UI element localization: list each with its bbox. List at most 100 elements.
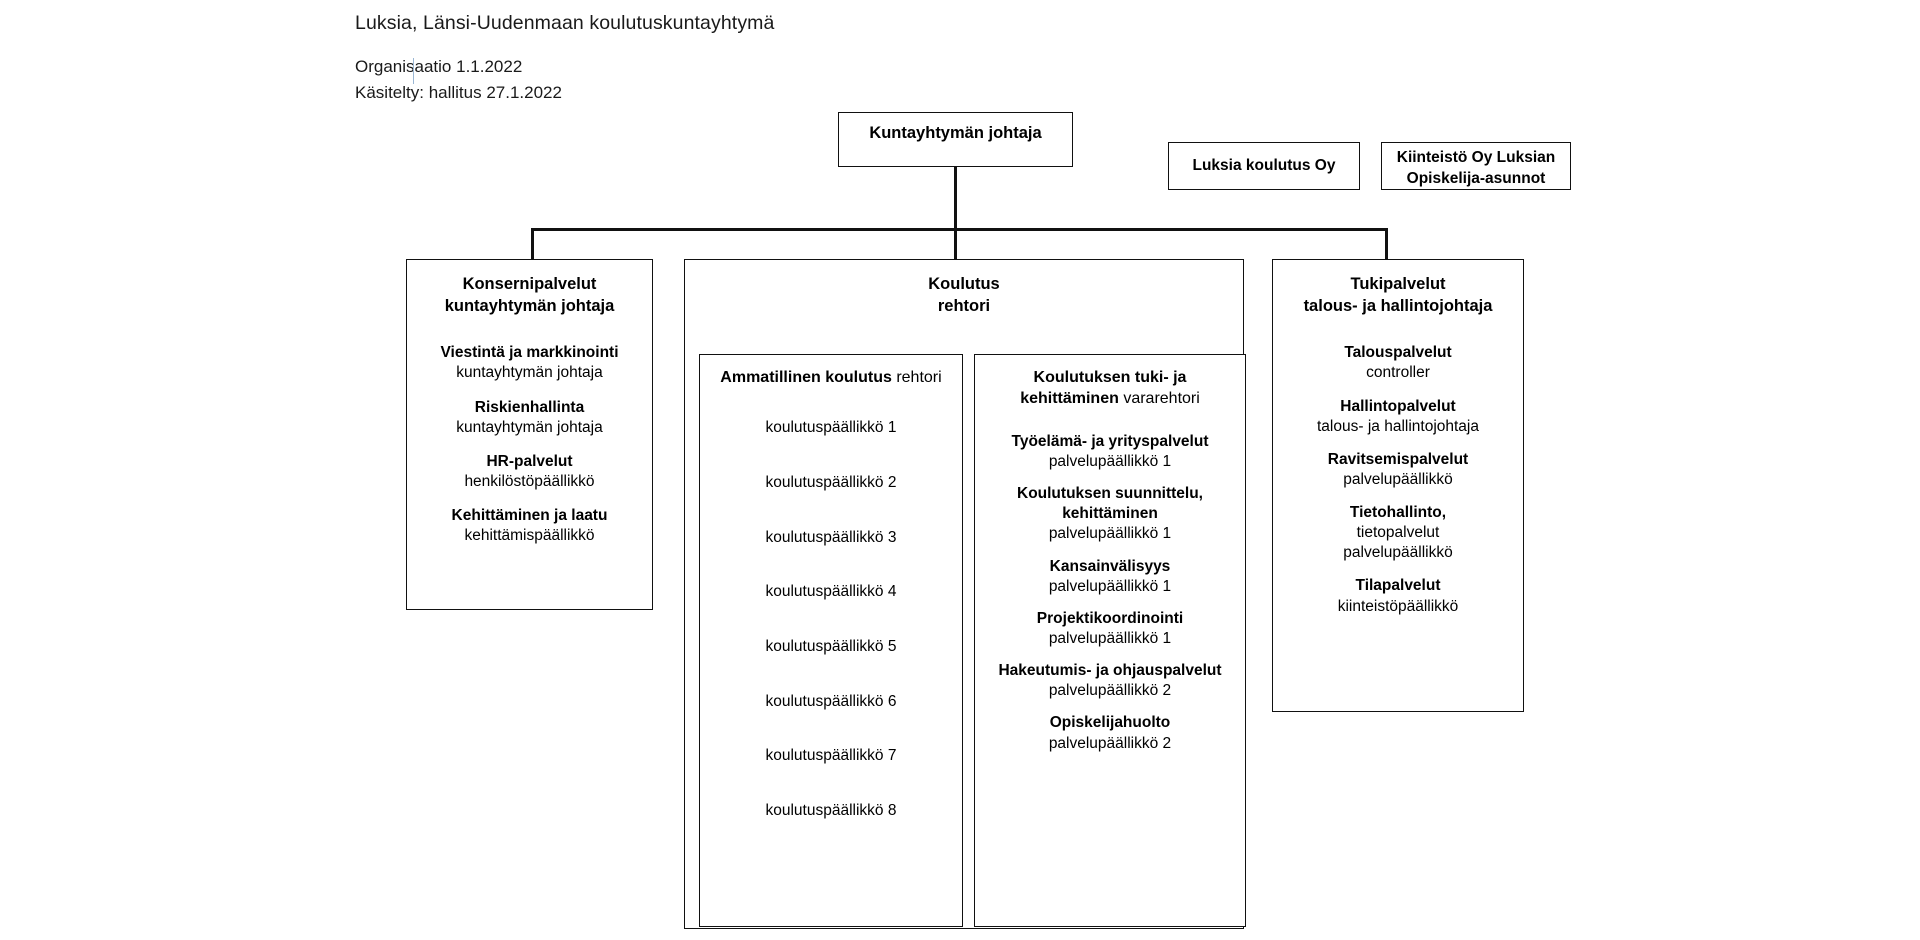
- unit-role: koulutuspäällikkö 7: [765, 747, 897, 765]
- org-unit: koulutuspäällikkö 4: [700, 582, 962, 602]
- org-unit: Tietohallinto, tietopalvelut palvelupäälli…: [1273, 503, 1523, 563]
- org-unit: Opiskelijahuolto palvelupäällikkö 2: [975, 713, 1245, 753]
- konsernipalvelut-role-text: kuntayhtymän johtaja: [444, 297, 615, 316]
- unit-name: kehittäminen: [1062, 505, 1158, 523]
- box-konsernipalvelut-title: Konsernipalvelut kuntayhtymän johtaja: [407, 273, 652, 317]
- box-tukipalvelut: Tukipalvelut talous- ja hallintojohtaja …: [1272, 259, 1524, 712]
- unit-role: palvelupäällikkö 2: [1048, 682, 1172, 700]
- ammatillinen-role-text: rehtori: [896, 369, 942, 386]
- konsernipalvelut-title-text: Konsernipalvelut: [462, 275, 597, 293]
- box-kuntayhtyman-johtaja: Kuntayhtymän johtaja: [838, 112, 1073, 167]
- unit-name: Opiskelijahuolto: [1049, 714, 1171, 732]
- organisation-date-label: Organisaatio 1.1.2022: [355, 57, 523, 76]
- unit-name: Työelämä- ja yrityspalvelut: [1011, 432, 1209, 450]
- unit-role: talous- ja hallintojohtaja: [1317, 417, 1479, 435]
- unit-role: koulutuspäällikkö 1: [765, 419, 897, 437]
- org-unit: Viestintä ja markkinointi kuntayhtymän jo…: [407, 343, 652, 383]
- org-unit: koulutuspäällikkö 1: [700, 418, 962, 438]
- unit-role: koulutuspäällikkö 5: [765, 638, 897, 655]
- unit-name: Tietohallinto,: [1349, 504, 1447, 522]
- unit-role: koulutuspäällikkö 2: [765, 474, 897, 492]
- org-unit: Tilapalvelut kiinteistöpäällikkö: [1273, 576, 1523, 616]
- unit-role: palvelupäällikkö 1: [1048, 630, 1172, 647]
- unit-name: Koulutuksen suunnittelu,: [1017, 485, 1203, 503]
- unit-name: Kehittäminen ja laatu: [451, 507, 608, 525]
- unit-role: koulutuspäällikkö 6: [765, 692, 897, 710]
- unit-name: Tilapalvelut: [1355, 577, 1441, 595]
- unit-role: henkilöstöpäällikkö: [464, 472, 595, 490]
- org-unit: HR-palvelut henkilöstöpäällikkö: [407, 452, 652, 492]
- org-unit: koulutuspäällikkö 2: [700, 473, 962, 493]
- connector-horizontal-bus: [531, 228, 1388, 231]
- connector-drop-tukipalvelut: [1385, 228, 1388, 261]
- unit-name: Projektikoordinointi: [1036, 609, 1184, 627]
- unit-role: kuntayhtymän johtaja: [456, 418, 603, 436]
- unit-role: palvelupäällikkö 1: [1048, 453, 1172, 471]
- org-unit: Hakeutumis- ja ohjauspalvelut palvelupääl…: [975, 661, 1245, 701]
- connector-drop-koulutus: [954, 228, 957, 261]
- unit-role: kiinteistöpäällikkö: [1337, 597, 1459, 615]
- org-unit: Työelämä- ja yrityspalvelut palvelupäälli…: [975, 432, 1245, 472]
- unit-role: kuntayhtymän johtaja: [456, 364, 603, 382]
- unit-role: controller: [1366, 364, 1430, 382]
- unit-role: koulutuspäällikkö 8: [765, 801, 897, 819]
- unit-role: palvelupäällikkö 1: [1048, 577, 1172, 595]
- unit-name: Talouspalvelut: [1344, 344, 1452, 362]
- unit-name: Hakeutumis- ja ohjauspalvelut: [998, 662, 1222, 680]
- unit-role: palvelupäällikkö 1: [1048, 525, 1172, 543]
- org-unit: Talouspalvelut controller: [1273, 343, 1523, 383]
- ammatillinen-koulutus-unit-list: koulutuspäällikkö 1 koulutuspäällikkö 2 ko…: [700, 418, 962, 821]
- unit-role: palvelupäällikkö 2: [1048, 734, 1172, 752]
- org-unit: Kansainvälisyys palvelupäällikkö 1: [975, 557, 1245, 597]
- org-unit: koulutuspäällikkö 7: [700, 746, 962, 766]
- koulutus-role-text: rehtori: [937, 297, 991, 316]
- unit-name: Hallintopalvelut: [1340, 397, 1456, 415]
- org-unit: Riskienhallinta kuntayhtymän johtaja: [407, 398, 652, 438]
- unit-role: palvelupäällikkö: [1343, 544, 1453, 562]
- org-unit: Koulutuksen suunnittelu, kehittäminen palv…: [975, 484, 1245, 544]
- ammatillinen-title-text: Ammatillinen koulutus: [720, 369, 892, 386]
- org-unit: Hallintopalvelut talous- ja hallintojohta…: [1273, 397, 1523, 437]
- koulutuksen-tuki-role-text: vararehtori: [1123, 390, 1200, 408]
- org-unit: Projektikoordinointi palvelupäällikkö 1: [975, 609, 1245, 649]
- unit-role: kehittämispäällikkö: [464, 527, 595, 545]
- page-title: Luksia, Länsi-Uudenmaan koulutuskuntayht…: [355, 12, 775, 34]
- org-unit: koulutuspäällikkö 8: [700, 801, 962, 821]
- unit-name: Viestintä ja markkinointi: [440, 344, 619, 362]
- koulutuksen-tuki-unit-list: Työelämä- ja yrityspalvelut palvelupäälli…: [975, 432, 1245, 754]
- box-ammatillinen-koulutus: Ammatillinen koulutus rehtori koulutuspä…: [699, 354, 963, 927]
- connector-drop-konsernipalvelut: [531, 228, 534, 261]
- unit-name: Ravitsemispalvelut: [1327, 450, 1469, 468]
- box-luksia-koulutus-oy-title: Luksia koulutus Oy: [1192, 157, 1336, 174]
- tukipalvelut-title-text: Tukipalvelut: [1350, 275, 1446, 293]
- unit-role: palvelupäällikkö: [1343, 470, 1453, 488]
- connector-trunk-vertical: [954, 167, 957, 230]
- unit-name: Kansainvälisyys: [1049, 557, 1171, 575]
- org-unit: koulutuspäällikkö 6: [700, 692, 962, 712]
- box-ammatillinen-koulutus-title: Ammatillinen koulutus rehtori: [700, 367, 962, 388]
- box-luksia-koulutus-oy: Luksia koulutus Oy: [1168, 142, 1360, 190]
- box-konsernipalvelut: Konsernipalvelut kuntayhtymän johtaja Vi…: [406, 259, 653, 610]
- org-unit: koulutuspäällikkö 5: [700, 637, 962, 657]
- box-kuntayhtyman-johtaja-title: Kuntayhtymän johtaja: [869, 124, 1042, 142]
- konsernipalvelut-unit-list: Viestintä ja markkinointi kuntayhtymän jo…: [407, 343, 652, 546]
- org-unit: koulutuspäällikkö 3: [700, 528, 962, 548]
- tukipalvelut-role-text: talous- ja hallintojohtaja: [1303, 297, 1493, 316]
- unit-name: Riskienhallinta: [474, 398, 585, 416]
- koulutus-title-text: Koulutus: [928, 275, 1000, 293]
- text-cursor-artifact: [413, 58, 414, 84]
- unit-role: koulutuspäällikkö 4: [765, 583, 897, 601]
- org-unit: Ravitsemispalvelut palvelupäällikkö: [1273, 450, 1523, 490]
- approval-label: Käsitelty: hallitus 27.1.2022: [355, 83, 562, 102]
- box-tukipalvelut-title: Tukipalvelut talous- ja hallintojohtaja: [1273, 273, 1523, 317]
- unit-name: HR-palvelut: [486, 452, 573, 470]
- unit-role: tietopalvelut: [1356, 524, 1440, 542]
- box-koulutus-title: Koulutus rehtori: [685, 273, 1243, 317]
